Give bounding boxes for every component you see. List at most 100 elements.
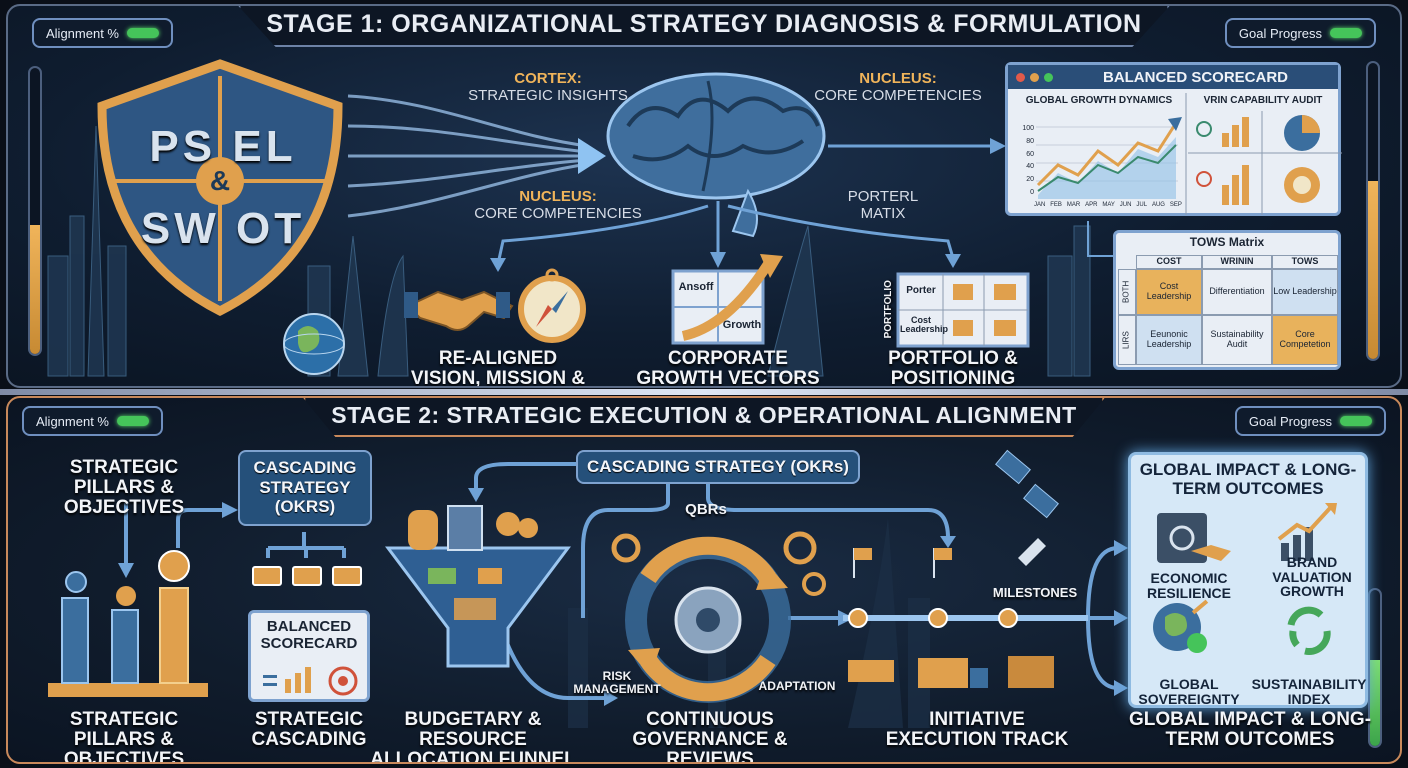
nucleus-left-note: NUCLEUS: CORE COMPETENCIES	[473, 188, 643, 223]
nucleus-top-note: NUCLEUS: CORE COMPETENCIES	[813, 70, 983, 105]
stage-divider	[0, 389, 1408, 395]
goal-progress-indicator-2: Goal Progress	[1234, 406, 1386, 436]
tows-cell: Low Leadership	[1272, 269, 1338, 315]
window-max-dot	[1044, 72, 1053, 82]
output-vision-label: RE-ALIGNED VISION, MISSION & VALUES	[410, 348, 586, 388]
tows-cell: Cost Leadership	[1136, 269, 1202, 315]
tows-header: COST	[1136, 255, 1202, 269]
scorecard-title: BALANCED SCORECARD	[1102, 68, 1288, 86]
tows-row-side: LIRS	[1118, 315, 1136, 365]
balanced-scorecard-text: BALANCED SCORECARD	[260, 618, 358, 652]
goal-progress-bar-2	[1340, 416, 1372, 426]
stage1-panel: STAGE 1: ORGANIZATIONAL STRATEGY DIAGNOS…	[6, 4, 1402, 388]
strategic-cascading-label: STRATEGIC CASCADING	[251, 709, 367, 750]
scorecard-header: BALANCED SCORECARD	[1008, 65, 1338, 89]
tows-header: WRININ	[1202, 255, 1272, 269]
governance-loop-icon	[611, 531, 826, 703]
y-tick: 40	[1026, 163, 1034, 171]
milestones-label: MILESTONES	[992, 585, 1078, 600]
cortex-text: STRATEGIC INSIGHTS	[468, 87, 628, 105]
nucleus-top-text: CORE COMPETENCIES	[814, 87, 982, 105]
scorecard-x-ticks: JAN FEB MAR APR MAY JUN JUL AUG SEP	[1034, 202, 1182, 208]
goal-progress-indicator: Goal Progress	[1224, 18, 1376, 48]
output-portfolio-label: PORTFOLIO & POSITIONING CHOICE	[888, 348, 1018, 388]
y-tick: 0	[1030, 188, 1034, 196]
goal-progress-label: Goal Progress	[1238, 25, 1322, 41]
tows-cell: Sustainability Audit	[1202, 315, 1272, 365]
okr-cards	[252, 566, 362, 588]
safe-icon	[1157, 513, 1231, 563]
alignment-indicator: Alignment %	[32, 18, 173, 48]
tows-title: TOWS Matrix	[1189, 235, 1265, 249]
shield-emblem	[97, 59, 343, 317]
output-growth-label: CORPORATE GROWTH VECTORS	[636, 348, 820, 388]
pillars-top-label: STRATEGIC PILLARS & OBJECTIVES	[63, 457, 185, 518]
window-close-dot	[1016, 72, 1025, 82]
impact-title: GLOBAL IMPACT & LONG-TERM OUTCOMES	[1139, 460, 1357, 498]
ansoff-label: Ansoff	[678, 281, 714, 293]
right-gauge-2	[1368, 588, 1382, 748]
globe-icon	[283, 313, 345, 375]
globe-check-icon	[1153, 599, 1209, 653]
x-tick: FEB	[1050, 202, 1062, 208]
stage2-backdrop	[48, 449, 1128, 728]
tows-header: TOWS	[1272, 255, 1338, 269]
tows-cell: Differentiation	[1202, 269, 1272, 315]
brain-icon	[606, 72, 826, 238]
x-tick: MAY	[1102, 202, 1115, 208]
impact-item-brand: BRAND VALUATION GROWTH	[1272, 554, 1352, 600]
y-tick: 80	[1026, 137, 1034, 145]
goal-progress-bar	[1330, 28, 1362, 38]
porter-cell: Porter	[906, 285, 936, 296]
alignment-label-2: Alignment %	[36, 413, 109, 429]
growth-label: Growth	[722, 319, 762, 331]
x-tick: MAR	[1066, 202, 1081, 208]
shield-line2: SW OT	[140, 204, 306, 253]
cortex-title: CORTEX:	[514, 70, 582, 87]
y-tick: 60	[1026, 150, 1034, 158]
x-tick: JUL	[1136, 202, 1148, 208]
qbrs-label: QBRs	[685, 501, 727, 518]
pillars-bottom-label: STRATEGIC PILLARS & OBJECTIVES	[63, 709, 185, 764]
impact-item-sovereignty: GLOBAL SOVEREIGNTY	[1138, 676, 1240, 707]
funnel-label: BUDGETARY & RESOURCE ALLOCATION FUNNEL	[370, 709, 576, 764]
growth-chart-icon	[1277, 503, 1337, 561]
y-tick: 100	[1022, 125, 1034, 132]
okr-card-icon	[292, 566, 322, 586]
cortex-note: CORTEX: STRATEGIC INSIGHTS	[463, 70, 633, 105]
cost-leadership-cell: Cost Leadership	[900, 315, 949, 335]
okr-card-icon	[252, 566, 282, 586]
ansoff-matrix	[671, 254, 783, 345]
alignment-indicator-2: Alignment %	[22, 406, 163, 436]
tows-matrix-panel: TOWS Matrix COST WRININ TOWS BOTH Cost L…	[1113, 230, 1341, 370]
stage2-panel: STAGE 2: STRATEGIC EXECUTION & OPERATION…	[6, 396, 1402, 764]
nucleus-left-title: NUCLEUS:	[519, 188, 597, 205]
risk-management-label: RISK MANAGEMENT	[573, 669, 661, 696]
window-min-dot	[1030, 72, 1039, 82]
x-tick: AUG	[1151, 202, 1165, 208]
portfolio-side-label: PORTFOLIO	[882, 280, 894, 339]
porter-note: PORTERL MATIX	[847, 188, 919, 223]
stage1-title: STAGE 1: ORGANIZATIONAL STRATEGY DIAGNOS…	[238, 6, 1170, 47]
pillars-icon	[48, 550, 208, 697]
alignment-bar	[126, 28, 159, 38]
tows-cell: Core Competetion	[1272, 315, 1338, 365]
nucleus-top-title: NUCLEUS:	[859, 70, 937, 87]
compass-icon	[518, 268, 586, 343]
stage1-backdrop	[47, 59, 1113, 377]
growth-dynamics-title: GLOBAL GROWTH DYNAMICS	[1025, 95, 1173, 106]
alignment-label: Alignment %	[46, 25, 119, 41]
cascading-strategy-box: CASCADING STRATEGY (OKRs)	[238, 450, 372, 526]
impact-item-sustainability: SUSTAINABILITY INDEX	[1251, 676, 1367, 707]
shield-line1: PS EL	[149, 122, 297, 171]
balanced-scorecard-card: BALANCED SCORECARD	[248, 610, 370, 702]
left-gauge	[28, 66, 42, 356]
alignment-bar-2	[116, 416, 149, 426]
okr-banner: CASCADING STRATEGY (OKRs)	[576, 450, 860, 484]
x-tick: JAN	[1034, 202, 1046, 208]
handshake-icon	[404, 290, 514, 331]
okr-card-icon	[332, 566, 362, 586]
execution-track	[843, 449, 1088, 688]
tows-cell: Eeunonic Leadership	[1136, 315, 1202, 365]
scorecard-graphics	[1036, 93, 1342, 215]
